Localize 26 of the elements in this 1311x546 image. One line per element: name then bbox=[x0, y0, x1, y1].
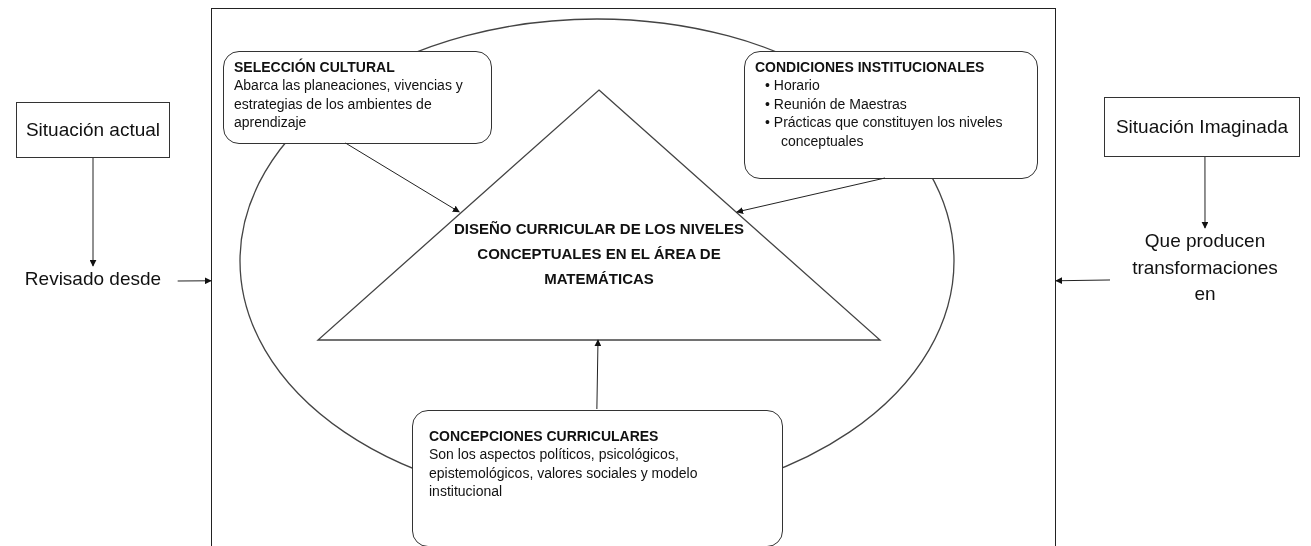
arrow bbox=[594, 339, 602, 410]
box-heading: SELECCIÓN CULTURAL bbox=[234, 58, 396, 77]
arrow bbox=[1055, 277, 1111, 285]
box-body: Abarca las planeaciones, vivencias y estrategias de los ambientes de aprendizaje bbox=[234, 76, 464, 132]
box-body: Son los aspectos políticos, psicológicos, epistemológicos, valores sociales y modelo institucional bbox=[429, 445, 699, 501]
arrow bbox=[89, 157, 97, 267]
rounded-box bbox=[223, 51, 492, 144]
triangle-label: DISEÑO CURRICULAR DE LOS NIVELES CONCEPTUALES EN EL ÁREA DE MATEMÁTICAS bbox=[453, 219, 745, 289]
bullet-item: • Horario bbox=[764, 76, 821, 95]
rounded-box bbox=[412, 410, 783, 546]
arrow bbox=[736, 177, 886, 214]
side-label: Que producen transformaciones en bbox=[1110, 228, 1300, 320]
arrow bbox=[177, 277, 212, 285]
box-heading: CONDICIONES INSTITUCIONALES bbox=[755, 58, 986, 77]
bullet-item: • Prácticas que constituyen los niveles conceptuales bbox=[764, 113, 1004, 151]
arrow bbox=[1201, 156, 1209, 229]
situation-box bbox=[16, 102, 170, 158]
situation-box bbox=[1104, 97, 1300, 157]
arrow bbox=[344, 142, 460, 213]
box-heading: CONCEPCIONES CURRICULARES bbox=[429, 427, 660, 446]
frame-border bbox=[211, 8, 1056, 546]
side-label: Revisado desde bbox=[10, 266, 176, 296]
bullet-item: • Reunión de Maestras bbox=[764, 94, 908, 114]
box-label: Situación Imaginada bbox=[1115, 115, 1289, 140]
box-label: Situación actual bbox=[25, 118, 161, 143]
rounded-box bbox=[744, 51, 1038, 179]
